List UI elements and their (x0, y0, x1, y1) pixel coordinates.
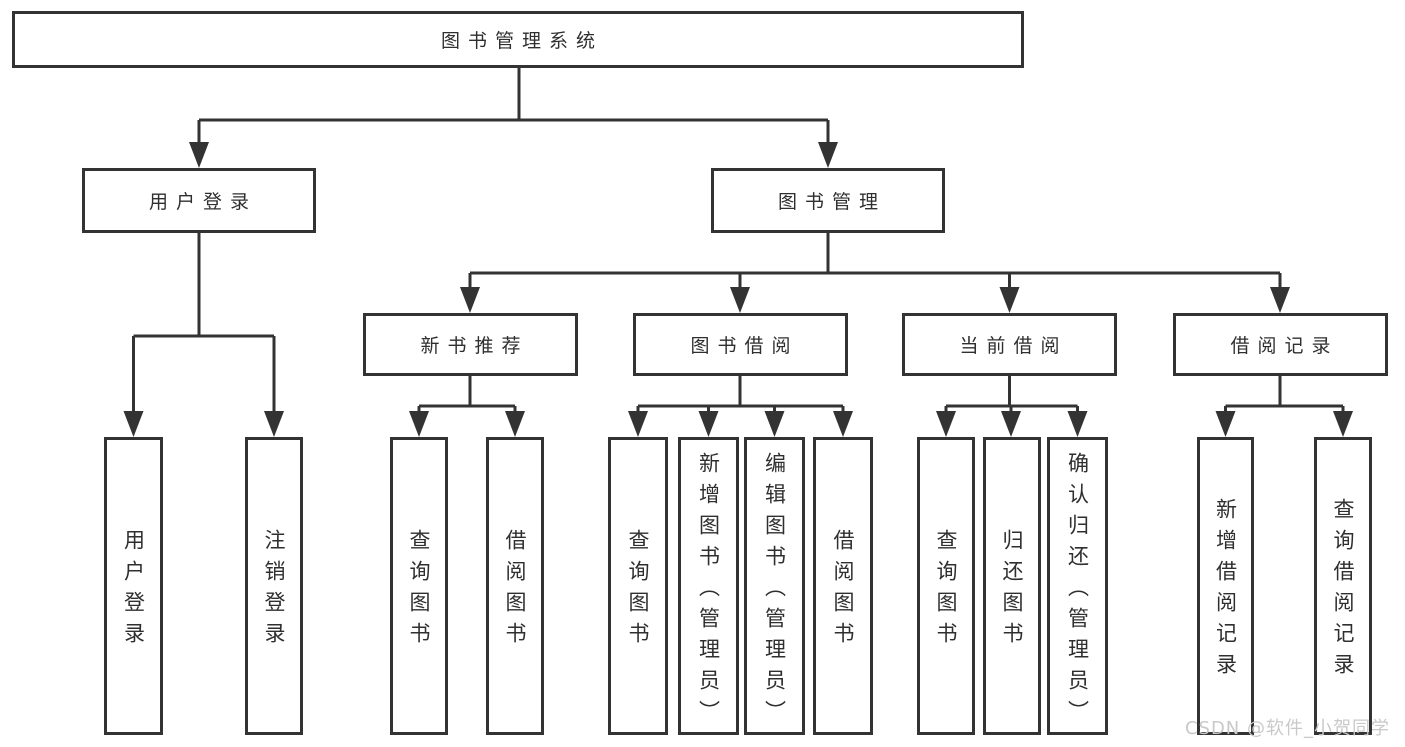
leaf-query-books-current: 查询图书 (917, 437, 975, 735)
node-book-borrowing: 图书借阅 (633, 313, 848, 376)
leaf-user-login: 用户登录 (104, 437, 163, 735)
arrowhead-icons (123, 142, 1353, 437)
node-book-management-branch: 图书管理 (711, 168, 945, 233)
leaf-borrow-books-recommend: 借阅图书 (486, 437, 544, 735)
leaf-query-books-borrow: 查询图书 (608, 437, 668, 735)
leaf-add-borrow-record: 新增借阅记录 (1197, 437, 1254, 735)
leaf-return-books: 归还图书 (983, 437, 1041, 735)
leaf-query-borrow-record: 查询借阅记录 (1314, 437, 1372, 735)
node-current-borrowing: 当前借阅 (902, 313, 1117, 376)
csdn-watermark: CSDN @软件_小贺同学 (1184, 718, 1390, 739)
node-library-system: 图书管理系统 (12, 11, 1024, 68)
leaf-query-books-recommend: 查询图书 (390, 437, 448, 735)
node-user-login-branch: 用户登录 (82, 168, 316, 233)
leaf-confirm-return-admin: 确认归还（管理员） (1047, 437, 1108, 735)
node-borrowing-records: 借阅记录 (1173, 313, 1388, 376)
leaf-borrow-books: 借阅图书 (813, 437, 873, 735)
leaf-logout: 注销登录 (245, 437, 303, 735)
leaf-add-books-admin: 新增图书（管理员） (678, 437, 739, 735)
leaf-edit-books-admin: 编辑图书（管理员） (744, 437, 805, 735)
node-new-book-recommendation: 新书推荐 (363, 313, 578, 376)
